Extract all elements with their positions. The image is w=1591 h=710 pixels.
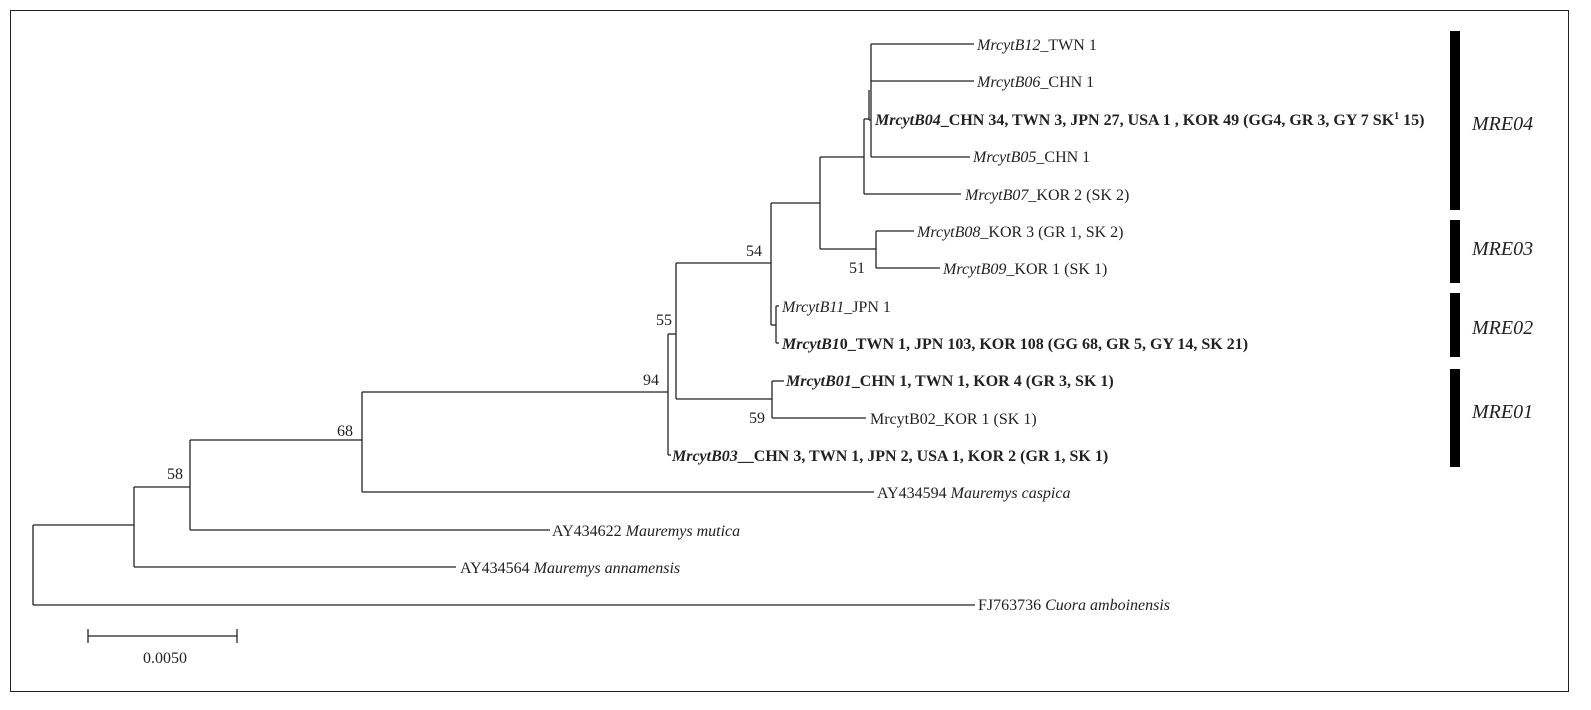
taxon-label-part: _KOR 3 (GR 1, SK 2) [979,224,1123,241]
bootstrap-value: 51 [849,260,865,277]
taxon-label-part: Mauremys caspica [950,485,1071,502]
figure-frame [10,10,1569,692]
clade-bar-mre04 [1450,31,1460,210]
taxon-label-part: MrcytB03 [671,448,738,465]
taxon-label-part: FJ763736 [978,597,1045,614]
taxon-label-part: MrcytB04 [874,112,941,129]
taxon-label-part: _CHN 1 [1039,74,1094,91]
taxon-label-part: MrcytB01 [785,373,852,390]
taxon-label-ann: AY434564 Mauremys annamensis [460,560,680,577]
taxon-label-part: _KOR 1 (SK 1) [1005,261,1107,278]
taxon-label-part: MrcytB1 [781,336,840,353]
taxon-label-part: AY434594 [877,485,951,502]
taxon-label-part: _KOR 2 (SK 2) [1027,187,1129,204]
taxon-label-b05: MrcytB05_CHN 1 [972,149,1090,166]
clade-label-mre01: MRE01 [1471,401,1533,423]
taxon-label-part: MrcytB09 [942,261,1006,278]
taxon-label-b12: MrcytB12_TWN 1 [976,37,1097,54]
clade-label-mre03: MRE03 [1471,238,1533,260]
scale-bar: 0.0050 [87,629,238,667]
taxon-label-b03: MrcytB03__CHN 3, TWN 1, JPN 2, USA 1, KO… [671,448,1108,465]
taxon-label-b10: MrcytB10_TWN 1, JPN 103, KOR 108 (GG 68,… [781,336,1248,353]
scale-bar-label: 0.0050 [143,650,187,667]
taxon-label-part: MrcytB11 [781,299,844,316]
tree-branches [32,43,975,606]
taxon-label-part: Cuora amboinensis [1045,597,1170,614]
taxon-label-part: AY434622 [552,523,626,540]
bootstrap-value: 55 [656,312,672,329]
bootstrap-value: 54 [746,243,762,260]
taxon-label-part: Mauremys annamensis [533,560,681,577]
taxon-label-part: 1 [1394,111,1399,122]
taxon-label-part: _CHN 1 [1035,149,1090,166]
taxon-label-part: _TWN 1 [1039,37,1096,54]
taxon-label-part: Mauremys mutica [625,523,741,540]
taxon-label-cuora: FJ763736 Cuora amboinensis [978,597,1170,614]
taxon-label-part: MrcytB02_KOR 1 (SK 1) [870,411,1037,428]
taxon-label-b07: MrcytB07_KOR 2 (SK 2) [964,187,1129,204]
taxon-label-b01: MrcytB01_CHN 1, TWN 1, KOR 4 (GR 3, SK 1… [785,373,1114,390]
taxon-label-b09: MrcytB09_KOR 1 (SK 1) [942,261,1107,278]
clade-bars: MRE04 MRE03 MRE02 MRE01 [1450,31,1533,467]
taxon-label-mut: AY434622 Mauremys mutica [552,523,740,540]
clade-bar-mre03 [1450,220,1460,283]
taxon-label-b02: MrcytB02_KOR 1 (SK 1) [870,411,1037,428]
taxon-label-part: _JPN 1 [843,299,891,316]
taxon-label-casp: AY434594 Mauremys caspica [877,485,1070,502]
clade-bar-mre01 [1450,369,1460,467]
taxon-label-part: _CHN 1, TWN 1, KOR 4 (GR 3, SK 1) [851,373,1114,390]
taxon-label-b08: MrcytB08_KOR 3 (GR 1, SK 2) [916,224,1124,241]
taxon-label-part: __CHN 3, TWN 1, JPN 2, USA 1, KOR 2 (GR … [737,448,1108,465]
clade-label-mre02: MRE02 [1471,317,1533,339]
taxon-label-part: 15) [1399,112,1424,129]
bootstrap-value: 58 [167,466,183,483]
taxon-label-part: _CHN 34, TWN 3, JPN 27, USA 1 , KOR 49 (… [940,112,1395,129]
taxon-label-part: AY434564 [460,560,534,577]
clade-bar-mre02 [1450,293,1460,357]
bootstrap-value: 94 [643,372,659,389]
taxon-label-part: 0_TWN 1, JPN 103, KOR 108 (GG 68, GR 5, … [840,336,1248,353]
bootstrap-value: 59 [749,410,765,427]
bootstrap-value: 68 [337,423,353,440]
taxon-label-b11: MrcytB11_JPN 1 [781,299,891,316]
taxon-label-part: MrcytB07 [964,187,1029,204]
taxon-label-part: MrcytB05 [972,149,1036,166]
bootstrap-values: 54 51 55 94 59 68 58 [167,243,865,483]
clade-label-mre04: MRE04 [1471,113,1533,135]
taxon-label-part: MrcytB12 [976,37,1040,54]
taxon-label-part: MrcytB08 [916,224,980,241]
taxon-label-b04: MrcytB04_CHN 34, TWN 3, JPN 27, USA 1 , … [874,111,1424,129]
taxon-label-part: MrcytB06 [976,74,1040,91]
taxon-label-b06: MrcytB06_CHN 1 [976,74,1094,91]
